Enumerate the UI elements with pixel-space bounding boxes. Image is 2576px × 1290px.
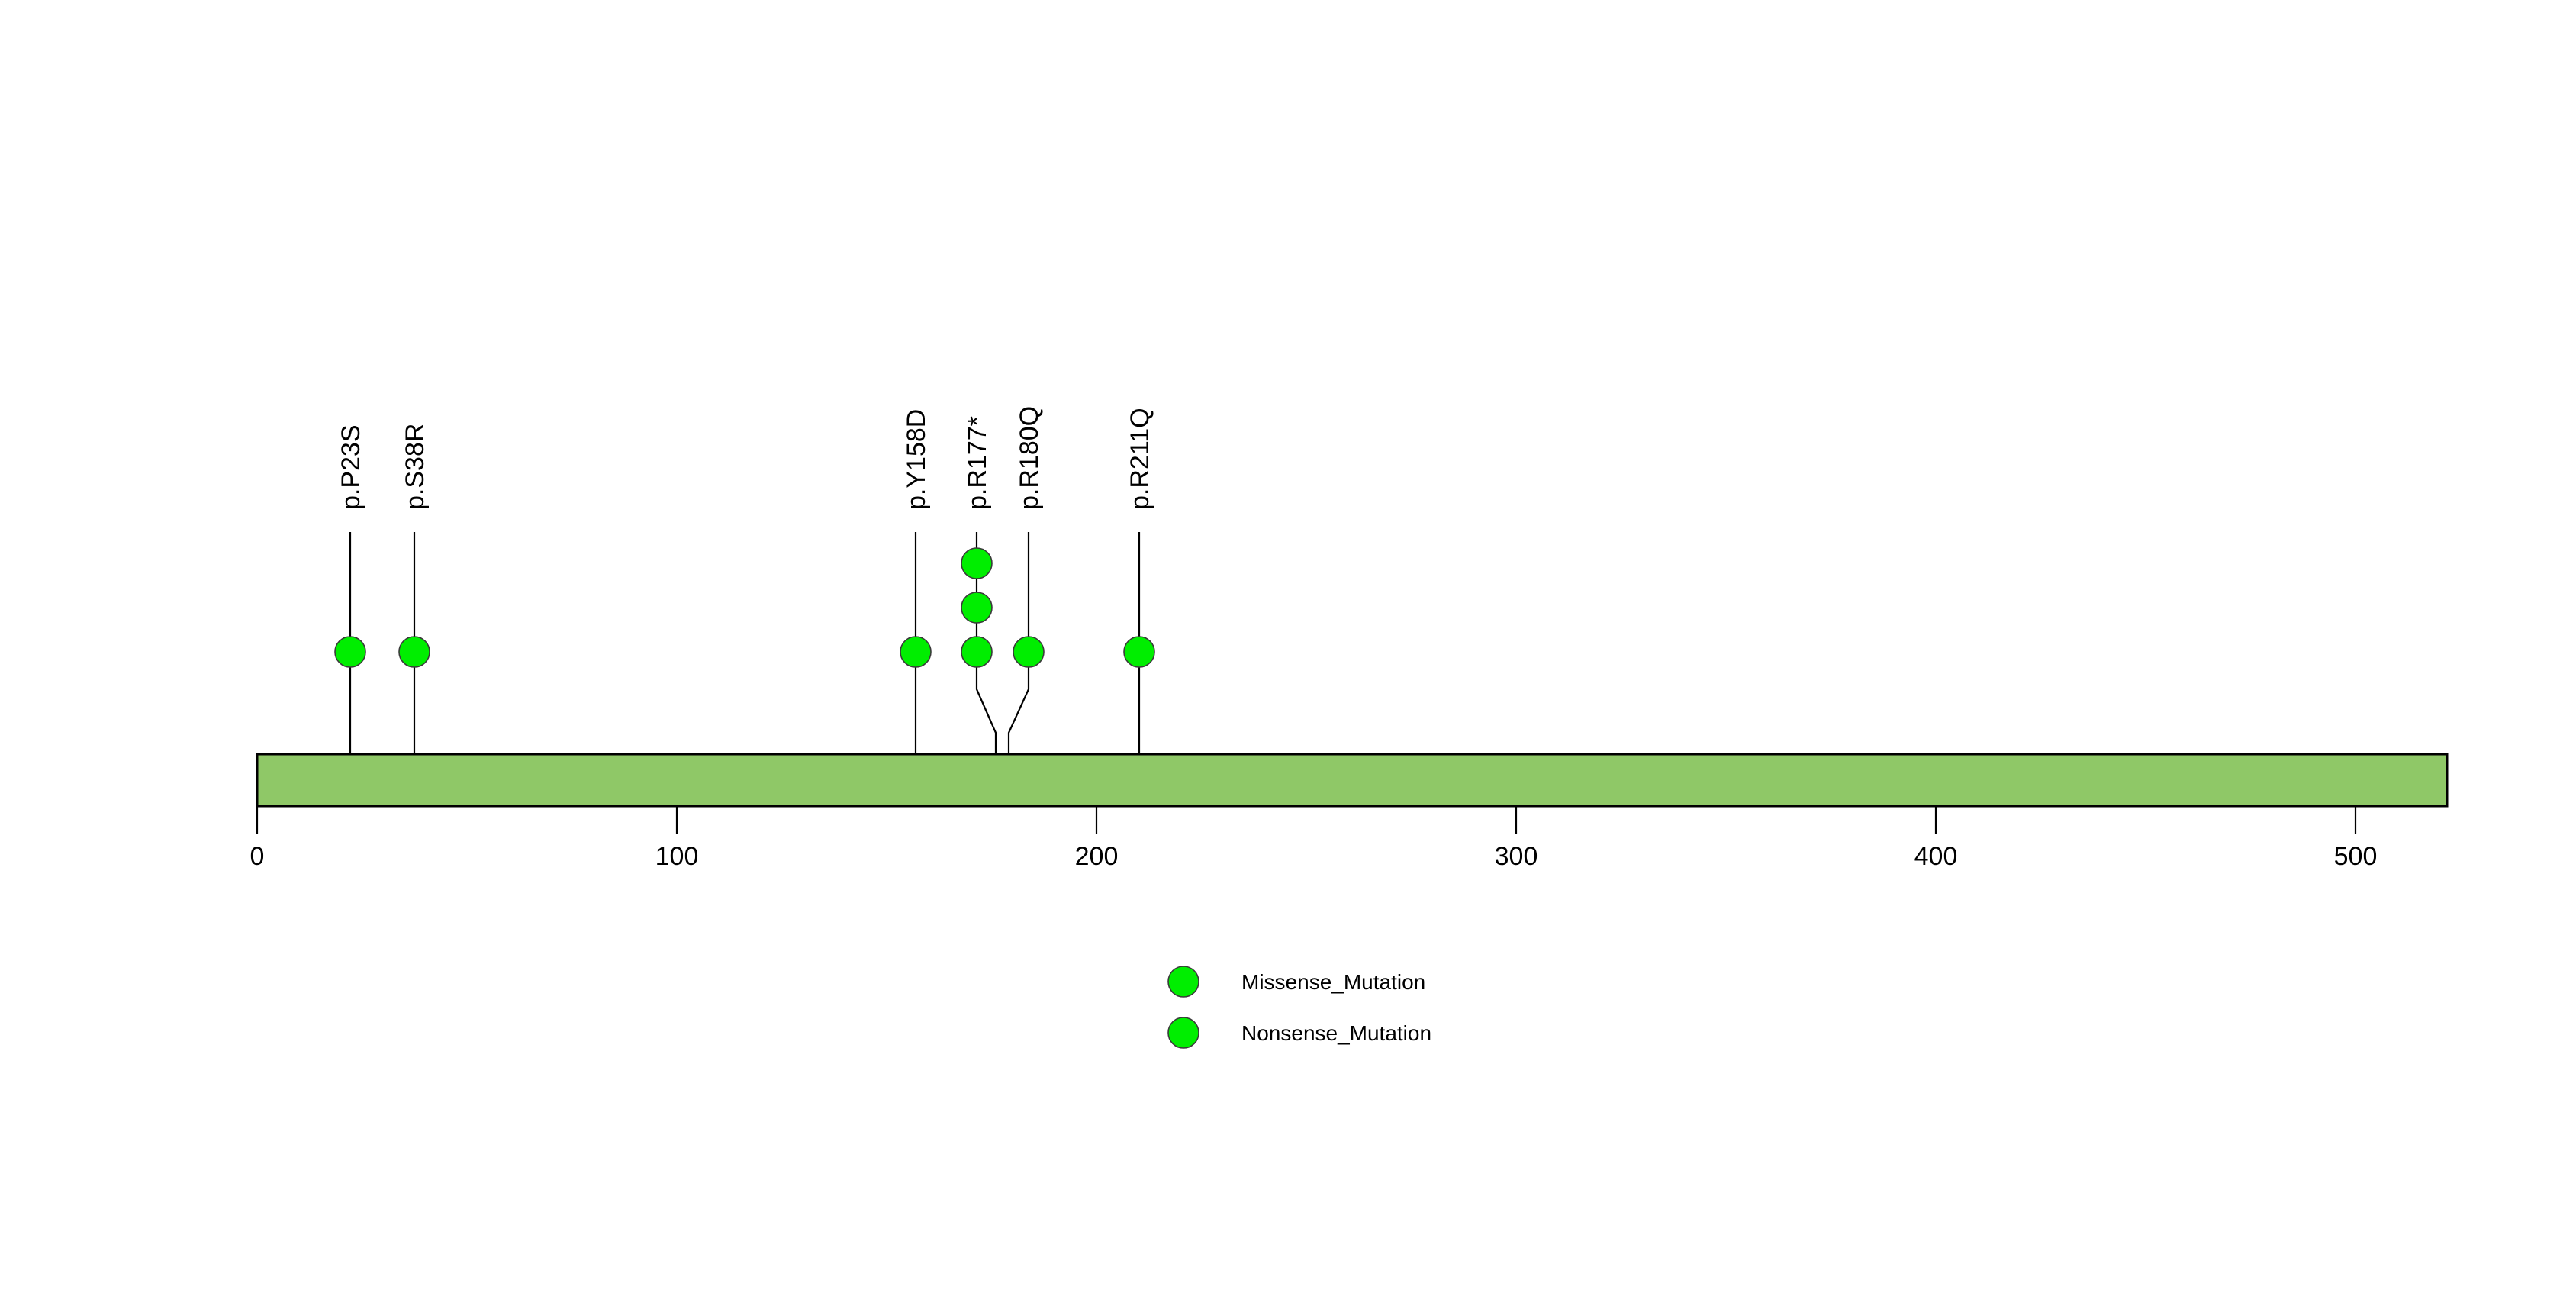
mutation-label-p-R211Q: p.R211Q — [1125, 408, 1154, 510]
lollipop-dot-p-S38R[interactable] — [398, 636, 430, 668]
protein-track — [256, 753, 2449, 808]
axis-tick-label-200: 200 — [1075, 842, 1119, 871]
axis-tick-label-300: 300 — [1495, 842, 1538, 871]
mutation-label-p-S38R: p.S38R — [401, 424, 430, 510]
lollipop-dot-p-R177-3[interactable] — [961, 547, 993, 579]
legend-label-nonsense: Nonsense_Mutation — [1241, 1021, 1431, 1045]
lollipop-dot-p-R211Q[interactable] — [1123, 636, 1155, 668]
mutation-label-p-R180Q: p.R180Q — [1015, 406, 1044, 510]
legend-swatch-nonsense — [1167, 1017, 1199, 1049]
legend-item-nonsense[interactable]: Nonsense_Mutation — [1167, 1017, 1431, 1049]
legend-label-missense: Missense_Mutation — [1241, 970, 1425, 994]
legend-item-missense[interactable]: Missense_Mutation — [1167, 966, 1425, 998]
mutation-label-p-Y158D: p.Y158D — [902, 409, 931, 510]
mutation-label-p-R177: p.R177* — [963, 416, 992, 510]
lollipop-dot-p-R177-1[interactable] — [961, 636, 993, 668]
axis-tick-label-100: 100 — [655, 842, 699, 871]
lollipop-dot-p-R180Q[interactable] — [1013, 636, 1045, 668]
legend-swatch-missense — [1167, 966, 1199, 998]
legend: Missense_Mutation Nonsense_Mutation — [1167, 966, 1431, 1049]
mutation-label-p-P23S: p.P23S — [336, 424, 365, 510]
lollipop-dot-p-Y158D[interactable] — [900, 636, 932, 668]
axis-tick-group — [256, 806, 2357, 834]
axis-tick-label-400: 400 — [1914, 842, 1958, 871]
axis-tick-label-0: 0 — [250, 842, 265, 871]
axis-tick-label-500: 500 — [2334, 842, 2378, 871]
lollipop-dot-p-P23S[interactable] — [334, 636, 366, 668]
lollipop-dot-p-R177-2[interactable] — [961, 592, 993, 624]
lollipop-dot-group — [334, 547, 1155, 668]
axis-tick-label-group: 0 100 200 300 400 500 — [250, 842, 2378, 871]
mutation-label-group: p.P23S p.S38R p.Y158D p.R177* p.R180Q p.… — [336, 406, 1154, 510]
